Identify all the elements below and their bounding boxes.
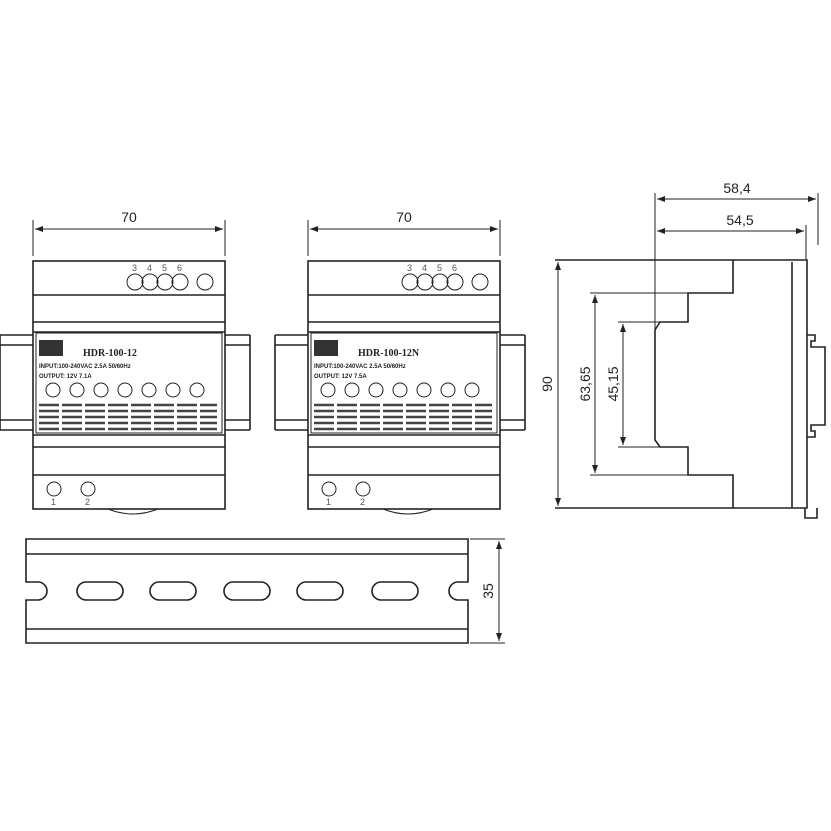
terminal-label: 1	[326, 497, 331, 507]
terminal-screw	[126, 273, 144, 291]
terminal-screw	[416, 273, 434, 291]
terminal-label: 5	[162, 263, 167, 273]
din-rail: 35	[25, 538, 505, 644]
terminal-screw	[171, 273, 189, 291]
certification-mark-icon	[189, 382, 205, 398]
terminal-label: 1	[51, 497, 56, 507]
terminal-screw	[446, 273, 464, 291]
certification-mark-icon	[45, 382, 61, 398]
terminal-label: 5	[437, 263, 442, 273]
dim-depth-total: 58,4	[723, 180, 750, 196]
certification-mark-icon	[165, 382, 181, 398]
terminal-screw	[355, 481, 371, 497]
rail-slot	[223, 581, 271, 601]
terminal-label: 2	[85, 497, 90, 507]
terminal-label: 6	[452, 263, 457, 273]
terminal-screw	[156, 273, 174, 291]
side-view: 58,4 54,5 90 63,65 45,15	[539, 180, 826, 519]
brand-logo	[314, 340, 338, 356]
certification-mark-icon	[464, 382, 480, 398]
terminal-screw	[46, 481, 62, 497]
brand-logo	[39, 340, 63, 356]
terminal-label: 4	[147, 263, 152, 273]
certification-mark-icon	[344, 382, 360, 398]
output-rating: OUTPUT: 12V 7.5A	[314, 374, 367, 380]
adjust-potentiometer	[471, 273, 489, 291]
output-rating: OUTPUT: 12V 7.1A	[39, 374, 92, 380]
dim-width: 70	[396, 209, 412, 225]
input-rating: INPUT:100-240VAC 2.5A 50/60Hz	[314, 364, 406, 370]
dim-depth-body: 54,5	[726, 212, 753, 228]
dim-step-outer: 63,65	[577, 366, 593, 401]
certification-mark-icon	[416, 382, 432, 398]
certification-mark-icon	[440, 382, 456, 398]
terminal-screw	[141, 273, 159, 291]
certification-mark-icon	[141, 382, 157, 398]
terminal-label: 4	[422, 263, 427, 273]
model-name: HDR-100-12N	[358, 348, 420, 359]
rail-slot	[296, 581, 344, 601]
certification-mark-icon	[93, 382, 109, 398]
model-name: HDR-100-12	[83, 348, 137, 359]
rail-slot	[149, 581, 197, 601]
adjust-potentiometer	[196, 273, 214, 291]
input-rating: INPUT:100-240VAC 2.5A 50/60Hz	[39, 364, 131, 370]
certification-mark-icon	[320, 382, 336, 398]
dim-step-inner: 45,15	[605, 366, 621, 401]
rail-slot	[76, 581, 124, 601]
certification-mark-icon	[117, 382, 133, 398]
certification-mark-icon	[368, 382, 384, 398]
terminal-screw	[321, 481, 337, 497]
terminal-label: 6	[177, 263, 182, 273]
terminal-screw	[431, 273, 449, 291]
certification-mark-icon	[69, 382, 85, 398]
dim-rail-height: 35	[480, 583, 496, 599]
dim-height: 90	[539, 376, 555, 392]
terminal-label: 3	[407, 263, 412, 273]
terminal-screw	[401, 273, 419, 291]
terminal-screw	[80, 481, 96, 497]
rail-slot	[371, 581, 419, 601]
certification-mark-icon	[392, 382, 408, 398]
dim-width: 70	[121, 209, 137, 225]
terminal-label: 3	[132, 263, 137, 273]
terminal-label: 2	[360, 497, 365, 507]
